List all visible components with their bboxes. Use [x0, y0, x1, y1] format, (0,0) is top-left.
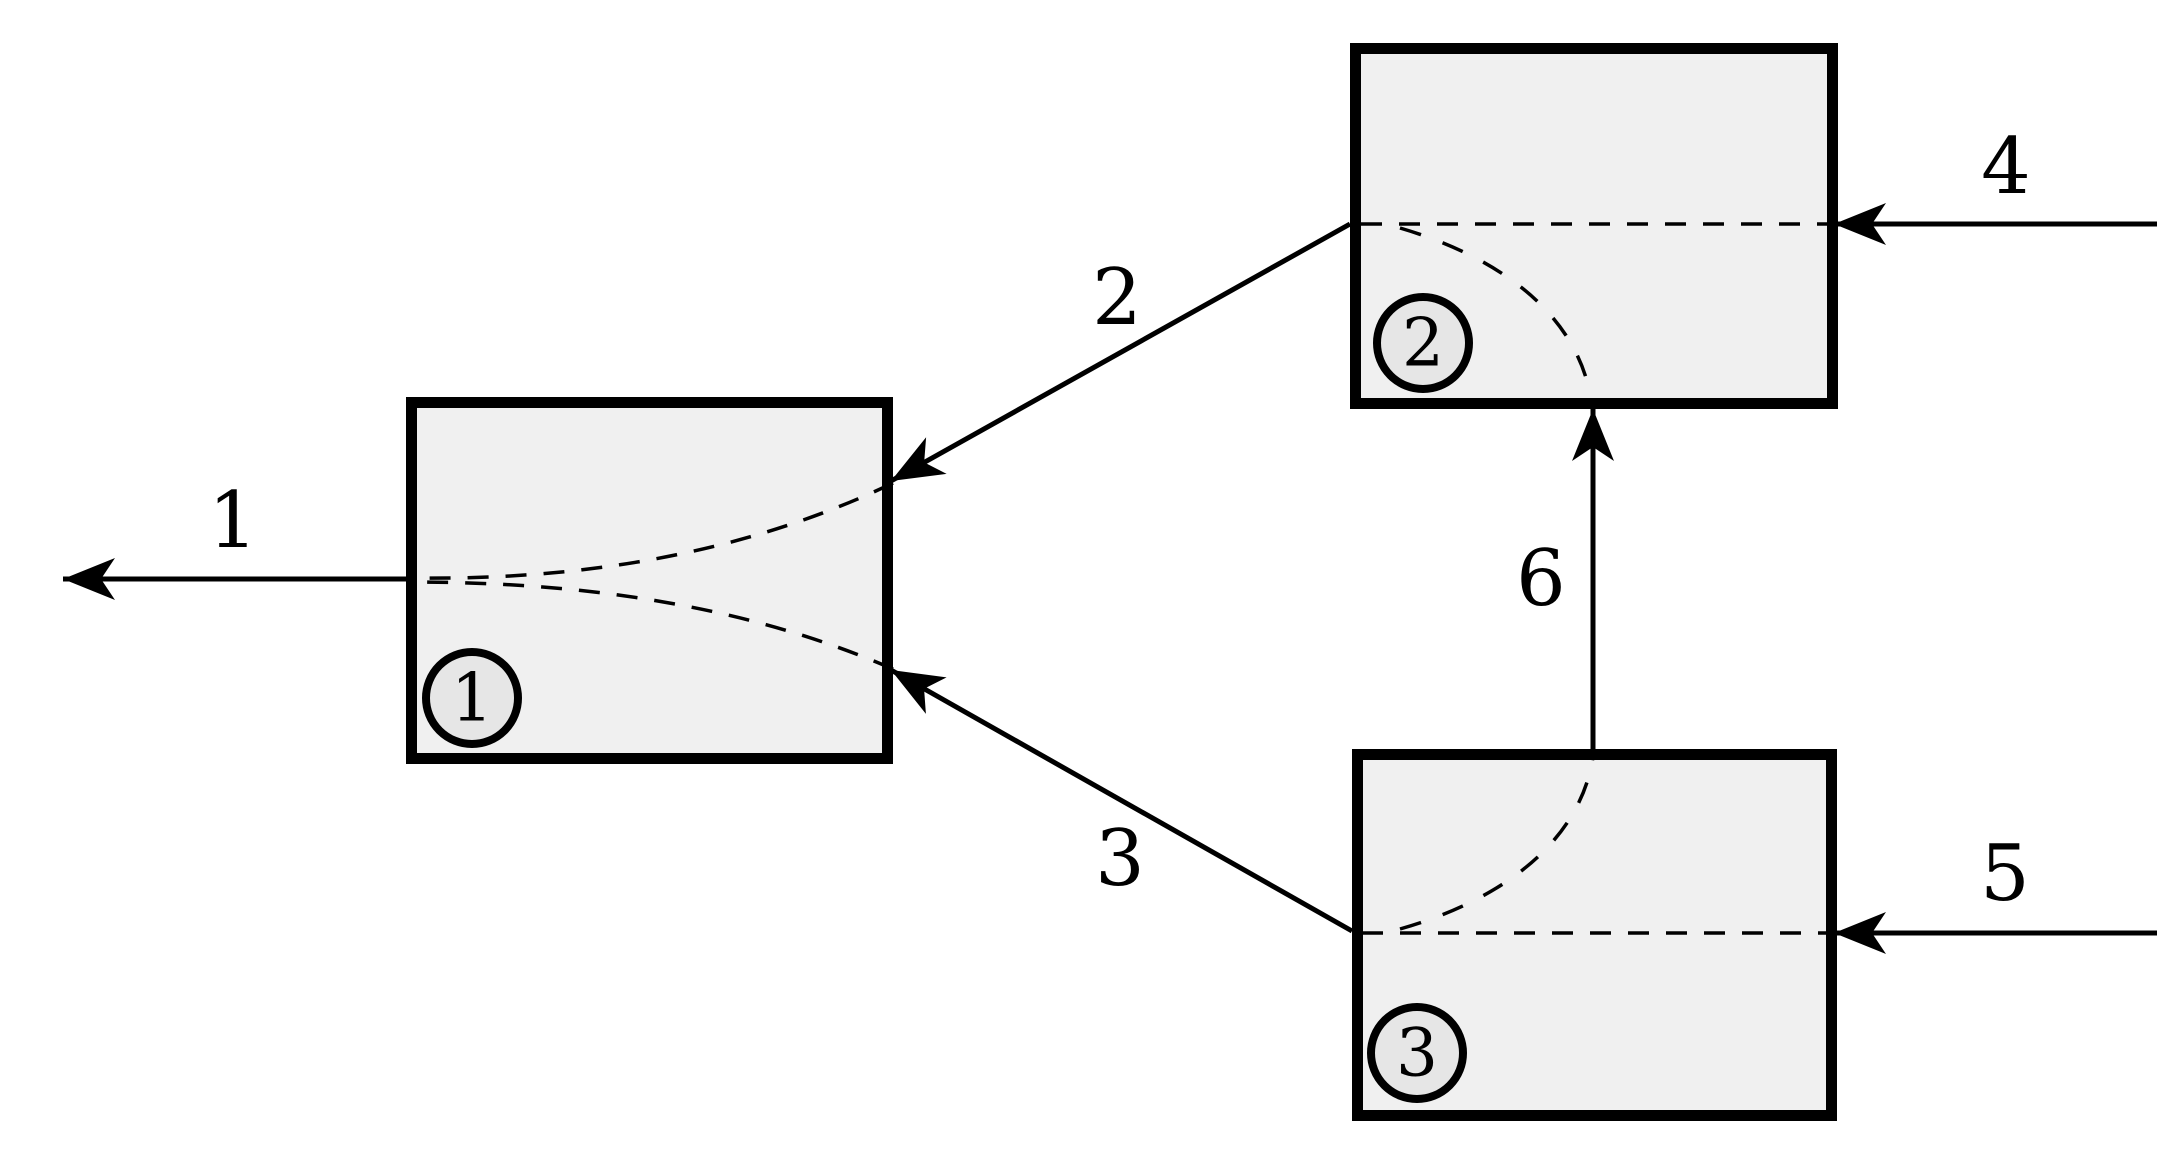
stream-3-line — [889, 667, 1354, 934]
stream-4-label: 4 — [1981, 122, 2031, 212]
flow-diagram-svg: 1 2 3 4 5 6 1 2 3 — [40, 16, 2157, 1136]
guide-unit2-curve-down — [1399, 226, 1594, 406]
stream-2-arrowhead-icon — [891, 437, 947, 481]
unit-box-1-badge — [422, 648, 522, 748]
guide-unit1-upper-merge — [407, 481, 894, 580]
stream-4-arrowhead-icon — [1834, 203, 1886, 245]
stream-6-arrowhead-icon — [1572, 409, 1614, 461]
stream-2-line — [889, 221, 1352, 484]
stream-3-arrowhead-icon — [891, 670, 947, 714]
stream-3-label: 3 — [1095, 814, 1145, 904]
stream-5-label: 5 — [1980, 829, 2030, 919]
unit-box-3-badge-label: 3 — [1396, 1015, 1438, 1092]
stream-2-label: 2 — [1092, 253, 1142, 343]
stream-1-label: 1 — [208, 476, 258, 566]
stream-6-label: 6 — [1516, 534, 1566, 624]
unit-box-2-badge — [1373, 293, 1473, 393]
diagram-background — [40, 16, 2157, 1136]
stream-1-arrowhead-icon — [63, 558, 115, 600]
process-flow-diagram: 1 2 3 4 5 6 1 2 3 — [40, 16, 2157, 1136]
unit-box-1-badge-label: 1 — [451, 660, 493, 737]
guide-unit3-curve-up — [1399, 756, 1595, 931]
guide-unit1-lower-merge — [407, 580, 894, 671]
unit-box-3-badge — [1367, 1003, 1467, 1103]
unit-box-2-badge-label: 2 — [1402, 305, 1444, 382]
stream-5-arrowhead-icon — [1834, 912, 1886, 954]
